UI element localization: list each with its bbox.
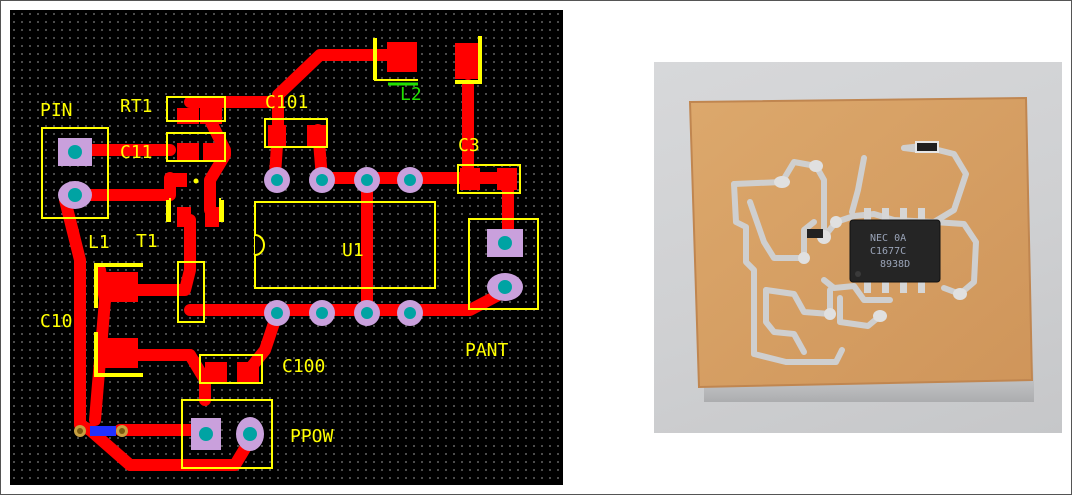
trace-l1-to-t1 <box>114 214 196 296</box>
through-hole-pads <box>58 138 523 451</box>
t1-resistor-outline <box>177 261 205 323</box>
rt1-outline <box>166 96 226 122</box>
label-c11: C11 <box>120 142 153 163</box>
pant-outline <box>468 218 539 310</box>
label-c10: C10 <box>40 311 73 332</box>
label-l1: L1 <box>88 232 110 253</box>
silkscreen-bold-marks <box>94 36 482 377</box>
c100-outline <box>199 354 263 384</box>
board-photo-panel: NEC 0A C1677C 8938D <box>654 62 1062 433</box>
ic-marking-line-3: 8938D <box>880 259 910 270</box>
trace-l2-to-rt1 <box>184 49 401 108</box>
smd-component <box>807 229 823 238</box>
pad-t1-1 <box>173 173 187 187</box>
c101-outline <box>264 118 328 148</box>
label-c100: C100 <box>282 356 325 377</box>
pin-outline <box>41 127 109 219</box>
t1-dot <box>193 178 199 184</box>
label-c3: C3 <box>458 135 480 156</box>
pad-l1 <box>104 272 138 302</box>
trace-c10-to-c100 <box>114 349 211 406</box>
label-l2: L2 <box>400 84 422 105</box>
pad-c10 <box>104 338 138 368</box>
pad-c3-2 <box>497 168 517 190</box>
pad-c3-1 <box>460 168 480 190</box>
copper-pads <box>104 42 517 382</box>
c11-outline <box>166 132 226 162</box>
u1-notch <box>254 234 265 256</box>
label-ppow: PPOW <box>290 426 334 447</box>
ic-marking-line-1: NEC 0A <box>870 233 906 244</box>
solder-blobs <box>774 160 967 322</box>
c3-outline <box>457 164 521 194</box>
pad-c11-2 <box>203 143 223 161</box>
copper-traces <box>59 49 514 471</box>
label-c101: C101 <box>265 92 308 113</box>
trace-u1-bottom-bus <box>184 284 514 316</box>
ic-chip: NEC 0A C1677C 8938D <box>849 208 941 293</box>
pad-c100-2 <box>237 362 259 382</box>
label-pant: PANT <box>465 340 509 361</box>
ppow-outline <box>181 399 273 469</box>
pad-c101-1 <box>268 125 286 147</box>
pad-l2-1 <box>387 42 417 72</box>
pad-c11-1 <box>177 143 199 161</box>
pad-l2-2 <box>455 43 481 79</box>
trace-pin-to-t1 <box>69 172 176 201</box>
label-pin: PIN <box>40 100 73 121</box>
silkscreen-labels: PIN RT1 C11 T1 C101 L2 C3 U1 L1 C10 C100… <box>40 84 509 447</box>
label-u1: U1 <box>342 240 364 261</box>
trace-l1-rail <box>89 264 111 426</box>
pad-t1-2 <box>177 207 191 227</box>
pad-c101-2 <box>307 125 327 147</box>
pad-t1-3 <box>205 207 219 227</box>
pcb-layout-panel: PIN RT1 C11 T1 C101 L2 C3 U1 L1 C10 C100… <box>10 10 563 485</box>
label-t1: T1 <box>136 231 158 252</box>
ic-marking-line-2: C1677C <box>870 246 906 257</box>
pad-c100-1 <box>205 362 227 382</box>
label-rt1: RT1 <box>120 96 153 117</box>
smd-component-2 <box>915 141 939 153</box>
